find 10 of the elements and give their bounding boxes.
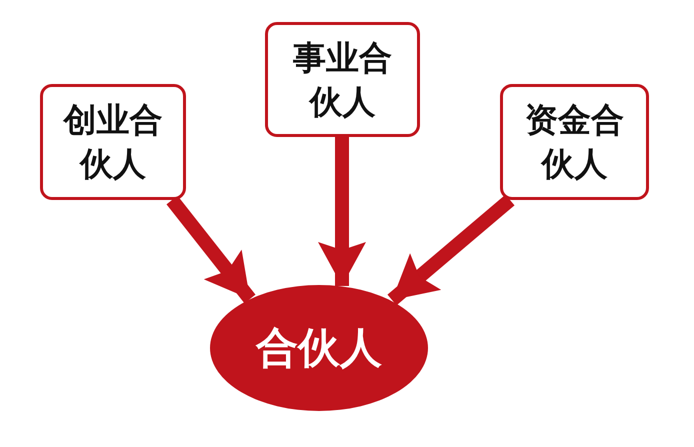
arrow (387, 194, 515, 306)
node-label: 事业合伙人 (293, 36, 392, 122)
node-label: 资金合伙人 (525, 99, 624, 185)
partner-box (500, 84, 649, 200)
arrow (318, 137, 366, 286)
result-ellipse (210, 285, 428, 411)
partner-box (265, 22, 420, 137)
node-label: 合伙人 (256, 322, 382, 374)
partner-box (40, 84, 186, 200)
node-label: 创业合伙人 (64, 99, 162, 185)
